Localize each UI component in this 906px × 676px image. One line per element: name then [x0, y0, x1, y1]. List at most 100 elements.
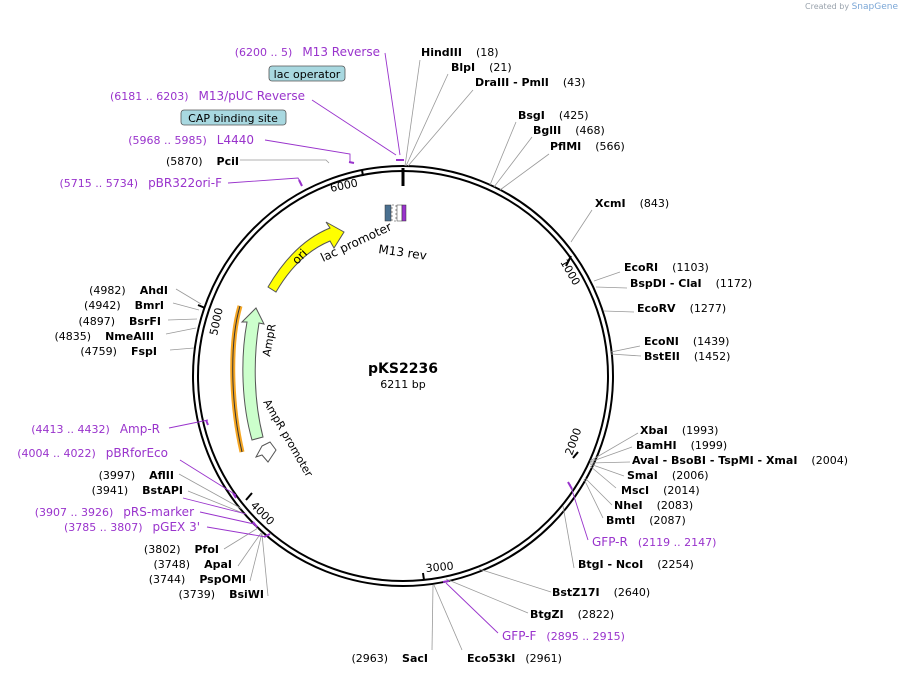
snapgene-credit: Created by SnapGene [805, 2, 898, 12]
ampr-label: AmpR [260, 323, 279, 358]
svg-text:(6200 .. 5)M13 Reverse: (6200 .. 5)M13 Reverse [235, 45, 380, 59]
enzyme-pos: (2254) [657, 558, 694, 571]
tick-label-3000: 3000 [425, 560, 454, 575]
enzyme-name: BstEII [644, 350, 680, 363]
svg-text:EcoRV(1277): EcoRV(1277) [637, 302, 726, 315]
enzyme-name: HindIII [421, 46, 462, 59]
ampr-feature [240, 307, 265, 441]
cap-site-feature [396, 204, 403, 222]
enzyme-labels-right: HindIII(18) BlpI(21) DraIII - PmlI(43) B… [421, 46, 848, 665]
enzyme-pos: (21) [489, 61, 512, 74]
primer-range: (5968 .. 5985) [128, 134, 207, 147]
enzyme-name: BsrFI [129, 315, 161, 328]
enzyme-pos: (843) [640, 197, 670, 210]
svg-text:BstEII(1452): BstEII(1452) [644, 350, 730, 363]
svg-text:BstZ17I(2640): BstZ17I (2640) [552, 586, 650, 599]
enzyme-name: BstAPI [142, 484, 183, 497]
enzyme-name: BsgI [518, 109, 545, 122]
lac-promoter-feature [391, 204, 397, 222]
snapgene-logo: SnapGene [851, 2, 898, 12]
enzyme-name: BmrI [135, 299, 164, 312]
tick-4000 [245, 492, 253, 501]
enzyme-name: Eco53kI [467, 652, 515, 665]
svg-text:(3997)AflII: (3997)AflII [99, 469, 174, 482]
svg-text:(3785 .. 3807)pGEX 3': (3785 .. 3807)pGEX 3' [64, 520, 200, 534]
svg-text:(3907 .. 3926)pRS-marker: (3907 .. 3926) pRS-marker [35, 505, 194, 519]
enzyme-pos: (3748) [154, 558, 191, 571]
tick-label-5000: 5000 [207, 307, 226, 337]
svg-text:Eco53kI(2961): Eco53kI(2961) [467, 652, 562, 665]
enzyme-pos: (468) [575, 124, 605, 137]
primer-marks [205, 159, 573, 583]
primer-labels: (6200 .. 5)M13 Reverse (6181 .. 6203) M13… [17, 45, 380, 534]
cap-binding-site-box-label: CAP binding site [188, 112, 278, 125]
enzyme-pos: (4982) [89, 284, 126, 297]
svg-text:(3802)PfoI: (3802)PfoI [144, 543, 219, 556]
enzyme-pos: (5870) [166, 155, 203, 168]
ampr-primer-line [232, 305, 243, 453]
enzyme-pos: (2014) [663, 484, 700, 497]
enzyme-pos: (3744) [149, 573, 186, 586]
lac-operator-feature [384, 204, 392, 222]
enzyme-pos: (2822) [578, 608, 615, 621]
enzyme-pos: (4897) [78, 315, 115, 328]
enzyme-pos: (1439) [693, 335, 730, 348]
ori-feature [267, 221, 345, 293]
svg-text:(2963)SacI: (2963)SacI [351, 652, 428, 665]
svg-text:GFP-F(2895 .. 2915): GFP-F (2895 .. 2915) [502, 629, 625, 643]
svg-text:(6181 .. 6203)M13/pUC Reverse: (6181 .. 6203) M13/pUC Reverse [110, 89, 305, 103]
primer-name: pGEX 3' [153, 520, 200, 534]
tick-marks [197, 168, 579, 581]
primer-name: GFP-F [502, 629, 537, 643]
svg-text:HindIII(18): HindIII (18) [421, 46, 499, 59]
m13-rev-feature [401, 204, 407, 222]
enzyme-name: BstZ17I [552, 586, 600, 599]
tick-label-2000: 2000 [563, 426, 585, 457]
tick-3000 [422, 572, 425, 581]
enzyme-pos: (3802) [144, 543, 181, 556]
svg-text:EcoNI(1439): EcoNI (1439) [644, 335, 729, 348]
lac-operator-box-label: lac operator [274, 68, 341, 81]
cap-binding-site-box [180, 109, 287, 126]
enzyme-pos: (18) [476, 46, 499, 59]
enzyme-name: DraIII - PmlI [475, 76, 549, 89]
primer-range: (2895 .. 2915) [546, 630, 625, 643]
svg-text:BglII(468): BglII(468) [533, 124, 605, 137]
enzyme-pos: (4835) [55, 330, 92, 343]
tick-5000 [197, 304, 206, 309]
enzyme-name: EcoRI [624, 261, 658, 274]
primer-name: pBR322ori-F [148, 176, 222, 190]
svg-text:(3744)PspOMI: (3744) PspOMI [149, 573, 246, 586]
svg-text:GFP-R(2119 .. 2147): GFP-R(2119 .. 2147) [592, 535, 716, 549]
svg-text:BtgI - NcoI(2254): BtgI - NcoI(2254) [578, 558, 694, 571]
svg-text:BsgI(425): BsgI(425) [518, 109, 589, 122]
enzyme-name: MscI [621, 484, 649, 497]
primer-name: Amp-R [120, 422, 160, 436]
primer-name: M13/pUC Reverse [199, 89, 306, 103]
svg-text:AvaI - BsoBI - TspMI - X: AvaI - BsoBI - TspMI - XmaI(2004) [632, 454, 848, 467]
svg-text:PflMI(566): PflMI(566) [550, 140, 625, 153]
svg-text:EcoRI(1103): EcoRI (1103) [624, 261, 709, 274]
primer-name: pRS-marker [123, 505, 194, 519]
enzyme-name: BsiWI [229, 588, 264, 601]
enzyme-pos: (2640) [614, 586, 651, 599]
enzyme-name: EcoNI [644, 335, 679, 348]
svg-text:(4897)BsrFI: (4897) BsrFI [78, 315, 161, 328]
primer-range: (4413 .. 4432) [31, 423, 110, 436]
enzyme-name: SmaI [627, 469, 658, 482]
enzyme-name: XcmI [595, 197, 626, 210]
primer-range: (4004 .. 4022) [17, 447, 96, 460]
primer-range: (6181 .. 6203) [110, 90, 189, 103]
svg-text:(4982)AhdI: (4982)AhdI [89, 284, 168, 297]
primer-range: (5715 .. 5734) [60, 177, 139, 190]
primer-range: (3907 .. 3926) [35, 506, 114, 519]
plasmid-length: 6211 bp [380, 378, 425, 391]
ampr-promoter-feature [254, 441, 277, 463]
enzyme-pos: (1103) [672, 261, 709, 274]
primer-labels-right: GFP-R(2119 .. 2147) GFP-F (2895 .. 2915) [502, 535, 716, 643]
lac-operator-box [268, 65, 346, 82]
enzyme-name: PflMI [550, 140, 581, 153]
enzyme-name: PspOMI [199, 573, 246, 586]
enzyme-name: BmtI [606, 514, 635, 527]
enzyme-name: BlpI [451, 61, 475, 74]
